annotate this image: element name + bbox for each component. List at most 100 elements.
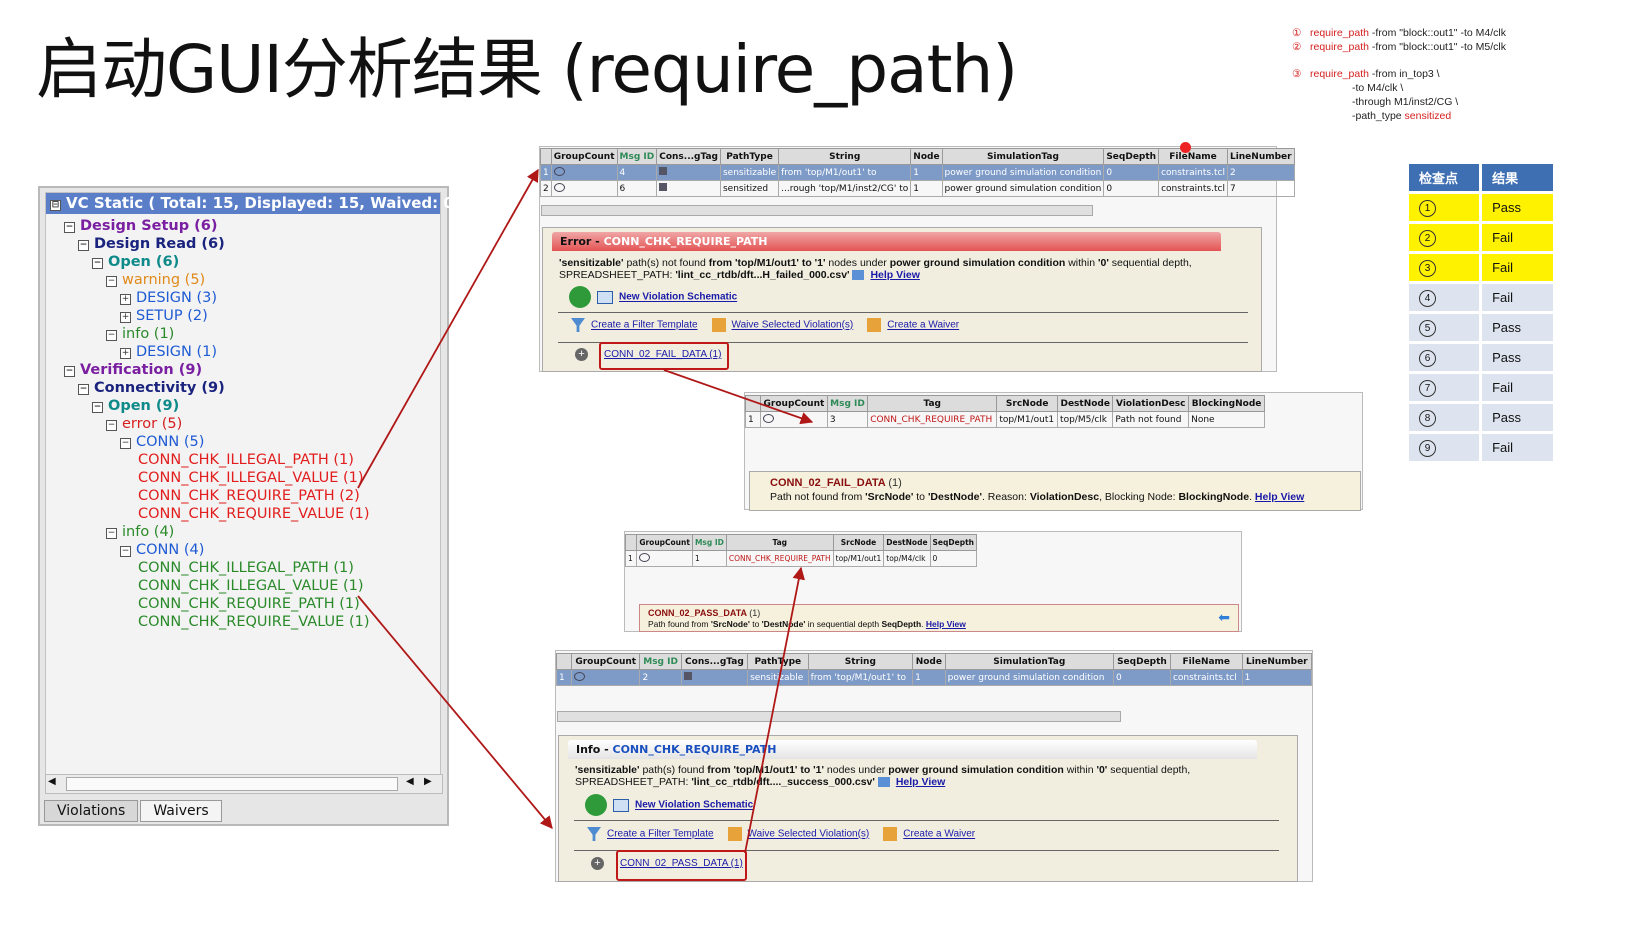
error-title-bar: Error - CONN_CHK_REQUIRE_PATH — [552, 232, 1221, 251]
pass-data-link[interactable]: CONN_02_PASS_DATA (1) — [620, 858, 743, 870]
expand-icon[interactable]: + — [591, 857, 604, 870]
collapse-icon[interactable]: − — [78, 240, 89, 251]
tree-node[interactable]: CONN_CHK_REQUIRE_VALUE (1) — [134, 505, 369, 523]
column-header[interactable]: LineNumber — [1241, 653, 1313, 670]
collapse-icon[interactable]: − — [106, 528, 117, 539]
tree-node[interactable]: −CONN (4) — [120, 541, 204, 559]
grid-hscroll[interactable] — [557, 711, 1121, 722]
tree-node[interactable]: CONN_CHK_ILLEGAL_VALUE (1) — [134, 469, 364, 487]
tree-node[interactable]: −Connectivity (9) — [78, 379, 225, 397]
expand-icon[interactable]: + — [120, 348, 131, 359]
tree-node[interactable]: −Verification (9) — [64, 361, 202, 379]
tree-header[interactable]: ⊟VC Static ( Total: 15, Displayed: 15, W… — [46, 193, 466, 214]
column-header[interactable]: PathType — [747, 653, 809, 670]
tree-node[interactable]: CONN_CHK_REQUIRE_PATH (2) — [134, 487, 360, 505]
tree-node[interactable]: CONN_CHK_ILLEGAL_VALUE (1) — [134, 577, 364, 595]
tree-node[interactable]: +DESIGN (3) — [120, 289, 217, 307]
expand-icon[interactable]: + — [120, 294, 131, 305]
expand-icon[interactable]: + — [575, 348, 588, 361]
column-header[interactable]: DestNode — [883, 534, 931, 551]
fail-data-link[interactable]: CONN_02_FAIL_DATA (1) — [604, 349, 722, 361]
tree-node[interactable]: +SETUP (2) — [120, 307, 208, 325]
collapse-icon[interactable]: − — [92, 402, 103, 413]
tree-node[interactable]: −Open (6) — [92, 253, 179, 271]
column-header[interactable]: SimulationTag — [944, 653, 1114, 670]
help-view-link[interactable]: Help View — [925, 619, 966, 629]
back-arrow-icon[interactable]: ⬅ — [1218, 610, 1230, 626]
column-header[interactable]: Node — [912, 653, 946, 670]
column-header[interactable]: BlockingNode — [1188, 395, 1265, 412]
column-header[interactable]: SeqDepth — [1112, 653, 1171, 670]
tab-waivers[interactable]: Waivers — [140, 800, 222, 822]
tree-node[interactable]: −info (4) — [106, 523, 174, 541]
column-header[interactable]: GroupCount — [570, 653, 641, 670]
column-header[interactable]: Cons...gTag — [656, 148, 721, 165]
help-view-link[interactable]: Help View — [895, 776, 946, 788]
grid-hscroll[interactable] — [541, 205, 1093, 216]
expand-icon[interactable]: + — [120, 312, 131, 323]
column-header[interactable]: LineNumber — [1226, 148, 1295, 165]
waive-selected-link[interactable]: Waive Selected Violation(s) — [747, 828, 870, 840]
collapse-icon[interactable]: − — [120, 546, 131, 557]
tree-node[interactable]: −info (1) — [106, 325, 174, 343]
tree-node[interactable]: −Open (9) — [92, 397, 179, 415]
help-view-link[interactable]: Help View — [1254, 491, 1305, 503]
scroll-left-icon[interactable]: ◀ — [48, 776, 56, 787]
tree-node[interactable]: CONN_CHK_ILLEGAL_PATH (1) — [134, 559, 354, 577]
help-view-link[interactable]: Help View — [870, 269, 920, 281]
horizontal-scrollbar[interactable]: ◀ ◀ ▶ — [45, 774, 443, 794]
new-schematic-link[interactable]: New Violation Schematic — [619, 291, 738, 303]
tree-node[interactable]: +DESIGN (1) — [120, 343, 217, 361]
tree-node[interactable]: −CONN (5) — [120, 433, 204, 451]
scroll-thumb[interactable] — [66, 777, 398, 791]
collapse-icon[interactable]: − — [78, 384, 89, 395]
create-filter-link[interactable]: Create a Filter Template — [591, 319, 698, 331]
column-header[interactable]: Msg ID — [826, 395, 869, 412]
column-header[interactable]: SrcNode — [996, 395, 1059, 412]
column-header[interactable]: PathType — [719, 148, 780, 165]
tree-node[interactable]: −Design Read (6) — [78, 235, 225, 253]
column-header[interactable]: FileName — [1158, 148, 1228, 165]
collapse-icon[interactable]: − — [120, 438, 131, 449]
collapse-icon[interactable]: − — [106, 330, 117, 341]
tree-node[interactable]: −warning (5) — [106, 271, 205, 289]
column-header[interactable]: GroupCount — [550, 148, 618, 165]
tree-node[interactable]: −Design Setup (6) — [64, 217, 218, 235]
collapse-icon[interactable]: − — [92, 258, 103, 269]
tree-node[interactable]: CONN_CHK_ILLEGAL_PATH (1) — [134, 451, 354, 469]
tree-node[interactable]: −error (5) — [106, 415, 182, 433]
refresh-icon[interactable] — [585, 794, 607, 816]
note-red: sensitized — [1404, 110, 1452, 122]
tree-node[interactable]: CONN_CHK_REQUIRE_VALUE (1) — [134, 613, 369, 631]
tab-violations[interactable]: Violations — [44, 800, 139, 822]
waive-selected-link[interactable]: Waive Selected Violation(s) — [731, 319, 854, 331]
column-header[interactable]: SeqDepth — [929, 534, 978, 551]
column-header[interactable]: Msg ID — [691, 534, 727, 551]
scroll-right-icon[interactable]: ▶ — [424, 776, 432, 787]
create-filter-link[interactable]: Create a Filter Template — [607, 828, 714, 840]
note-line-4: -to M4/clk \ — [1292, 81, 1506, 95]
collapse-icon[interactable]: − — [64, 222, 75, 233]
column-header[interactable]: Msg ID — [616, 148, 658, 165]
create-waiver-link[interactable]: Create a Waiver — [903, 828, 976, 840]
refresh-icon[interactable] — [569, 286, 591, 308]
column-header[interactable]: SimulationTag — [941, 148, 1105, 165]
column-header[interactable]: Msg ID — [639, 653, 682, 670]
collapse-icon[interactable]: − — [106, 276, 117, 287]
collapse-icon[interactable]: − — [64, 366, 75, 377]
new-schematic-link[interactable]: New Violation Schematic — [635, 799, 754, 811]
column-header[interactable]: Node — [910, 148, 943, 165]
tree-node[interactable]: CONN_CHK_REQUIRE_PATH (1) — [134, 595, 360, 613]
collapse-icon[interactable]: − — [106, 420, 117, 431]
column-header[interactable]: Tag — [725, 534, 834, 551]
column-header[interactable]: String — [778, 148, 912, 165]
column-header[interactable]: SeqDepth — [1103, 148, 1160, 165]
note-num: ① — [1292, 27, 1302, 39]
scroll-left-icon-2[interactable]: ◀ — [406, 776, 414, 787]
create-waiver-link[interactable]: Create a Waiver — [887, 319, 960, 331]
column-header[interactable]: FileName — [1169, 653, 1243, 670]
